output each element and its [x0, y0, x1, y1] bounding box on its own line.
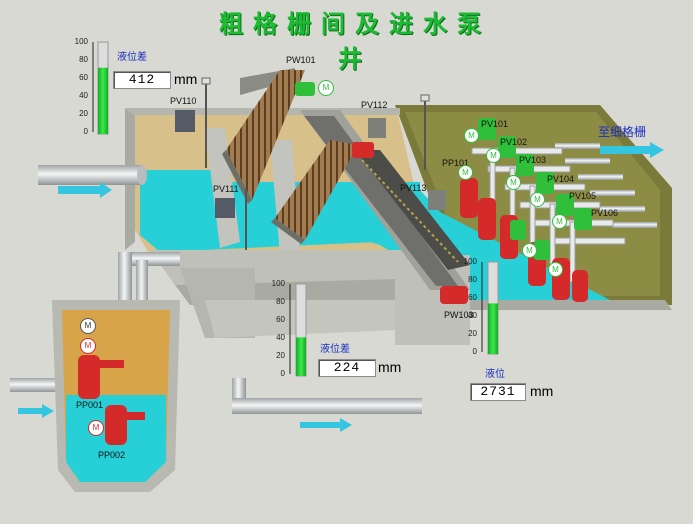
level-sensors — [205, 82, 426, 250]
motor-icon[interactable]: M — [506, 175, 521, 190]
motor-icon[interactable]: M — [522, 243, 537, 258]
gauge-g1-value: 412 — [113, 71, 171, 89]
gauge-fill — [296, 337, 306, 376]
gauge-g3-unit: mm — [530, 383, 554, 399]
gauge-fill — [488, 303, 498, 354]
screen-motors — [295, 82, 468, 304]
tick-label: 80 — [468, 275, 477, 284]
page-title: 粗格栅间及进水泵井 — [219, 9, 491, 73]
gauge-g1-unit: mm — [174, 71, 198, 87]
tick-label: 40 — [276, 333, 285, 342]
motor-icon[interactable]: M — [552, 214, 567, 229]
tag-pv111[interactable]: PV111 — [213, 184, 239, 194]
motor-icon[interactable]: M — [458, 165, 473, 180]
grit-chamber-structure — [125, 68, 672, 345]
tag-pp001[interactable]: PP001 — [76, 400, 104, 410]
valve-actuators — [175, 110, 446, 218]
tag-pv113[interactable]: PV113 — [400, 183, 427, 193]
wet-well — [52, 300, 180, 492]
tick-label: 0 — [280, 369, 285, 378]
tick-label: 0 — [472, 347, 477, 356]
gauge-g3-value: 2731 — [470, 383, 526, 401]
destination-label: 至细格栅 — [598, 125, 647, 139]
tag-pv103[interactable]: PV103 — [519, 155, 547, 165]
motor-icon[interactable]: M — [464, 128, 479, 143]
gauge-bars — [92, 41, 499, 377]
tag-pv102[interactable]: PV102 — [500, 137, 528, 147]
tick-label: 40 — [79, 91, 88, 100]
tick-label: 60 — [276, 315, 285, 324]
tag-pw103[interactable]: PW103 — [444, 310, 474, 320]
tick-label: 80 — [79, 55, 88, 64]
motor-icon[interactable]: M — [530, 192, 545, 207]
motor-icon[interactable]: M — [80, 318, 96, 334]
gauge-g3-label: 液位 — [485, 369, 505, 380]
tag-pv104[interactable]: PV104 — [547, 174, 575, 184]
tick-label: 60 — [468, 293, 477, 302]
tick-label: 20 — [79, 109, 88, 118]
tag-pv101[interactable]: PV101 — [481, 119, 509, 129]
gauge-g2-unit: mm — [378, 359, 402, 375]
gauge-g2-value: 224 — [318, 359, 376, 377]
gauge-g2-label: 液位差 — [320, 344, 350, 355]
tick-label: 100 — [74, 37, 88, 46]
tick-label: 60 — [79, 73, 88, 82]
tick-label: 100 — [271, 279, 285, 288]
tag-pv112[interactable]: PV112 — [361, 100, 388, 110]
tick-label: 0 — [83, 127, 88, 136]
tick-label: 20 — [276, 351, 285, 360]
motor-icon[interactable]: M — [88, 420, 104, 436]
tick-label: 20 — [468, 329, 477, 338]
motor-icon[interactable]: M — [80, 338, 96, 354]
well-pumps — [78, 355, 145, 445]
tick-label: 80 — [276, 297, 285, 306]
tick-label: 40 — [468, 311, 477, 320]
tag-pw101[interactable]: PW101 — [286, 55, 316, 65]
tag-pv105[interactable]: PV105 — [569, 191, 597, 201]
flow-arrows — [18, 142, 664, 432]
motor-icon[interactable]: M — [486, 148, 501, 163]
sensor-heads — [201, 77, 430, 102]
gauge-g1-label: 液位差 — [117, 52, 147, 63]
gauge-fill — [98, 67, 108, 134]
tag-pp101[interactable]: PP101 — [442, 158, 470, 168]
tick-label: 100 — [463, 257, 477, 266]
motor-icon[interactable]: M — [548, 262, 563, 277]
tag-pv110[interactable]: PV110 — [170, 96, 197, 106]
tag-pv106[interactable]: PV106 — [591, 208, 619, 218]
tag-pp002[interactable]: PP002 — [98, 450, 126, 460]
motor-icon[interactable]: M — [318, 80, 334, 96]
